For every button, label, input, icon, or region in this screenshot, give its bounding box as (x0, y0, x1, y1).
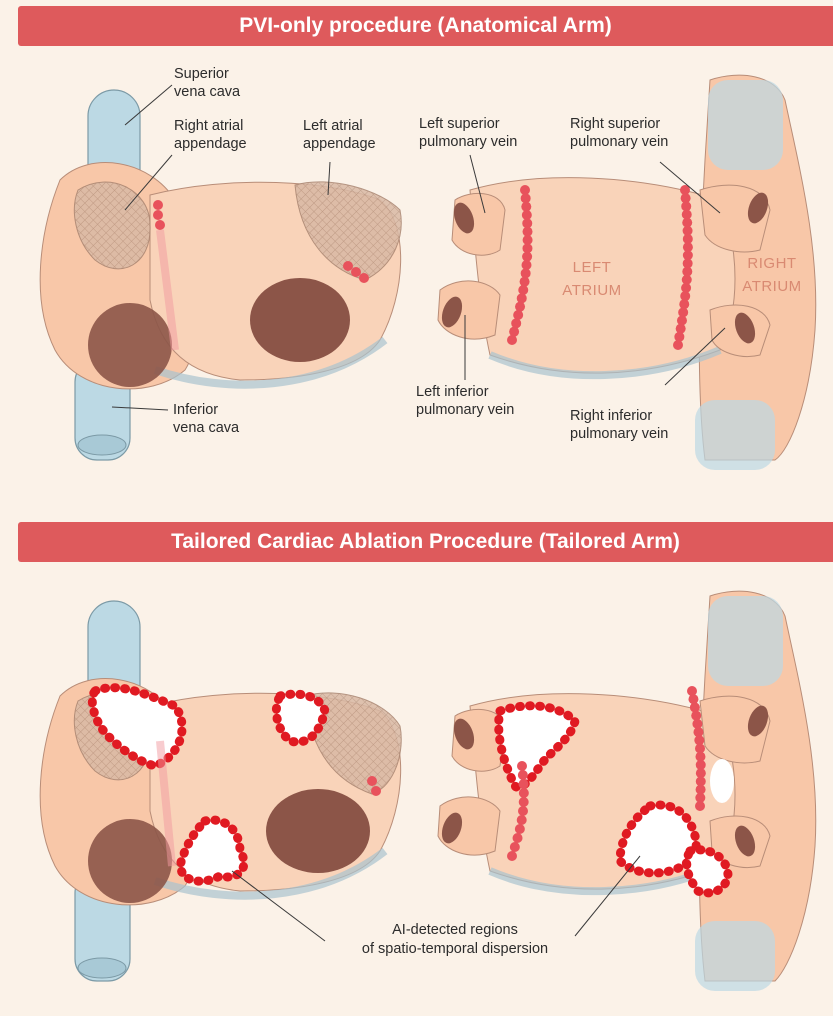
right-vessel-top (708, 80, 783, 170)
valve-orifice-left (250, 278, 350, 362)
ablation-dot (517, 293, 527, 303)
ablation-dot (510, 842, 520, 852)
ablation-dot (513, 310, 523, 320)
ablation-dot (515, 824, 525, 834)
ablation-dot (695, 801, 705, 811)
valve-orifice-right (88, 303, 172, 387)
ablation-dot (519, 788, 529, 798)
ablation-dot (520, 277, 530, 287)
ablation-dot (673, 340, 683, 350)
ablation-dot (518, 285, 528, 295)
ablation-dot (511, 318, 521, 328)
left-heart-view-tailored (40, 601, 401, 981)
bottom-section-banner: Tailored Cardiac Ablation Procedure (Tai… (18, 522, 833, 562)
ablation-dot (519, 797, 529, 807)
ablation-dot (507, 335, 517, 345)
ablation-dot (513, 833, 523, 843)
ablation-dot (507, 851, 517, 861)
ai-region-ripv (687, 850, 728, 893)
ablation-dot (518, 770, 528, 780)
right-vessel-bottom (695, 400, 775, 470)
ablation-dot (515, 302, 525, 312)
ablation-dot (509, 327, 519, 337)
ablation-dot (517, 815, 527, 825)
top-section-banner: PVI-only procedure (Anatomical Arm) (18, 6, 833, 46)
ablation-dot (519, 779, 529, 789)
ablation-dot (518, 806, 528, 816)
ablation-dot (517, 761, 527, 771)
